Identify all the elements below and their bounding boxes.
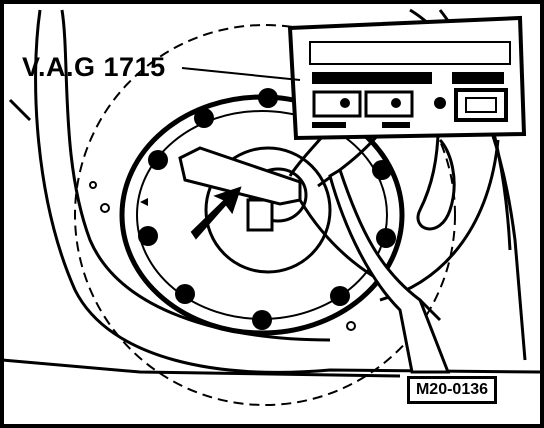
multimeter-socket — [364, 90, 414, 118]
flange-bolt — [175, 284, 195, 304]
multimeter-range-label — [312, 72, 432, 84]
pointer-arrow — [190, 186, 242, 240]
multimeter-socket-caption — [382, 122, 410, 128]
flange-bolt — [330, 286, 350, 306]
flange-outline-ring — [74, 24, 456, 406]
flange-bolt — [372, 160, 392, 180]
panel-mark — [346, 321, 356, 331]
multimeter — [287, 15, 527, 141]
flange-bolt — [148, 150, 168, 170]
connector-plug — [246, 198, 274, 232]
multimeter-socket-pin — [391, 98, 401, 108]
multimeter-probe-socket — [434, 97, 446, 109]
flange-bolts — [138, 88, 396, 330]
flange-bolt — [138, 226, 158, 246]
panel-arrow-mark — [140, 198, 148, 206]
panel-mark — [100, 203, 110, 213]
multimeter-mode-label — [452, 72, 504, 84]
multimeter-selector-window — [465, 97, 497, 113]
flange-bolt — [194, 108, 214, 128]
panel-mark — [89, 181, 97, 189]
callout-leader-line — [181, 67, 301, 81]
multimeter-socket-pin — [340, 98, 350, 108]
multimeter-socket-caption — [312, 122, 346, 128]
flange-bolt — [258, 88, 278, 108]
multimeter-display — [309, 41, 511, 65]
tool-callout-label: V.A.G 1715 — [22, 52, 166, 82]
flange-bolt — [376, 228, 396, 248]
figure-code: M20-0136 — [407, 376, 497, 404]
multimeter-socket — [312, 90, 362, 118]
flange-bolt — [252, 310, 272, 330]
mounting-strap — [328, 167, 451, 374]
